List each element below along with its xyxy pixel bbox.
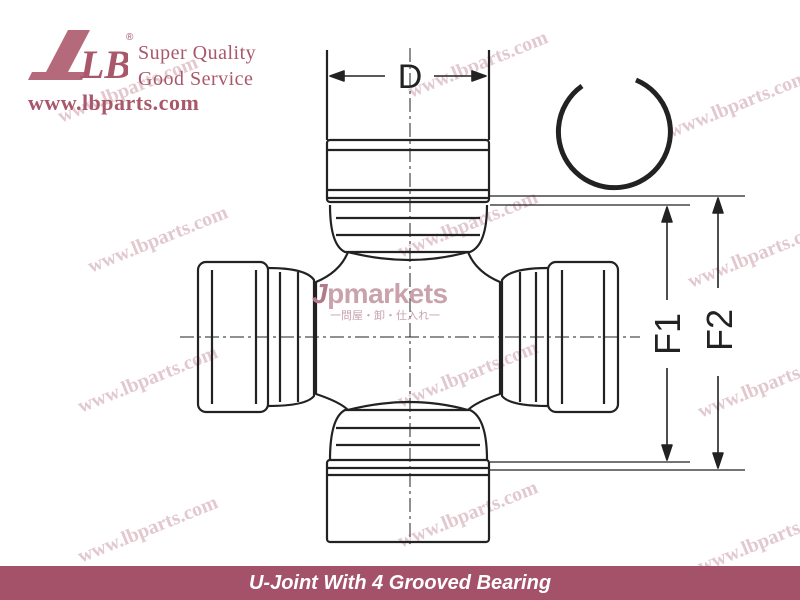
top-bearing-cap (325, 50, 491, 254)
jpmarkets-watermark: Jpmarkets 一問屋・卸・仕入れ一 (312, 278, 492, 323)
snap-ring-icon (555, 77, 673, 191)
registered-mark: ® (126, 32, 134, 43)
center-lines (180, 48, 640, 545)
caption-text: U-Joint With 4 Grooved Bearing (248, 572, 552, 594)
brand-block: LB ® Super Quality Good Service www.lbpa… (28, 26, 278, 116)
cross-body (314, 250, 502, 412)
jpmarkets-logo-text: Jpmarkets (312, 278, 492, 310)
label-f2: F2 (699, 309, 740, 351)
tagline-good-service: Good Service (138, 68, 254, 90)
lb-logo-letter: LB (79, 42, 128, 86)
jpmarkets-logo-j: J (312, 278, 328, 309)
caption-bar: U-Joint With 4 Grooved Bearing (0, 566, 800, 600)
brand-url: www.lbparts.com (28, 90, 200, 115)
dimension-lines (329, 70, 745, 471)
tagline-super-quality: Super Quality (138, 42, 257, 64)
label-d: D (398, 58, 423, 96)
label-f1: F1 (647, 313, 688, 355)
jpmarkets-subtext: 一問屋・卸・仕入れ一 (330, 310, 440, 322)
bottom-bearing-cap (325, 408, 491, 544)
jpmarkets-logo-rest: pmarkets (327, 278, 448, 309)
lb-logo-icon: LB (28, 30, 128, 86)
